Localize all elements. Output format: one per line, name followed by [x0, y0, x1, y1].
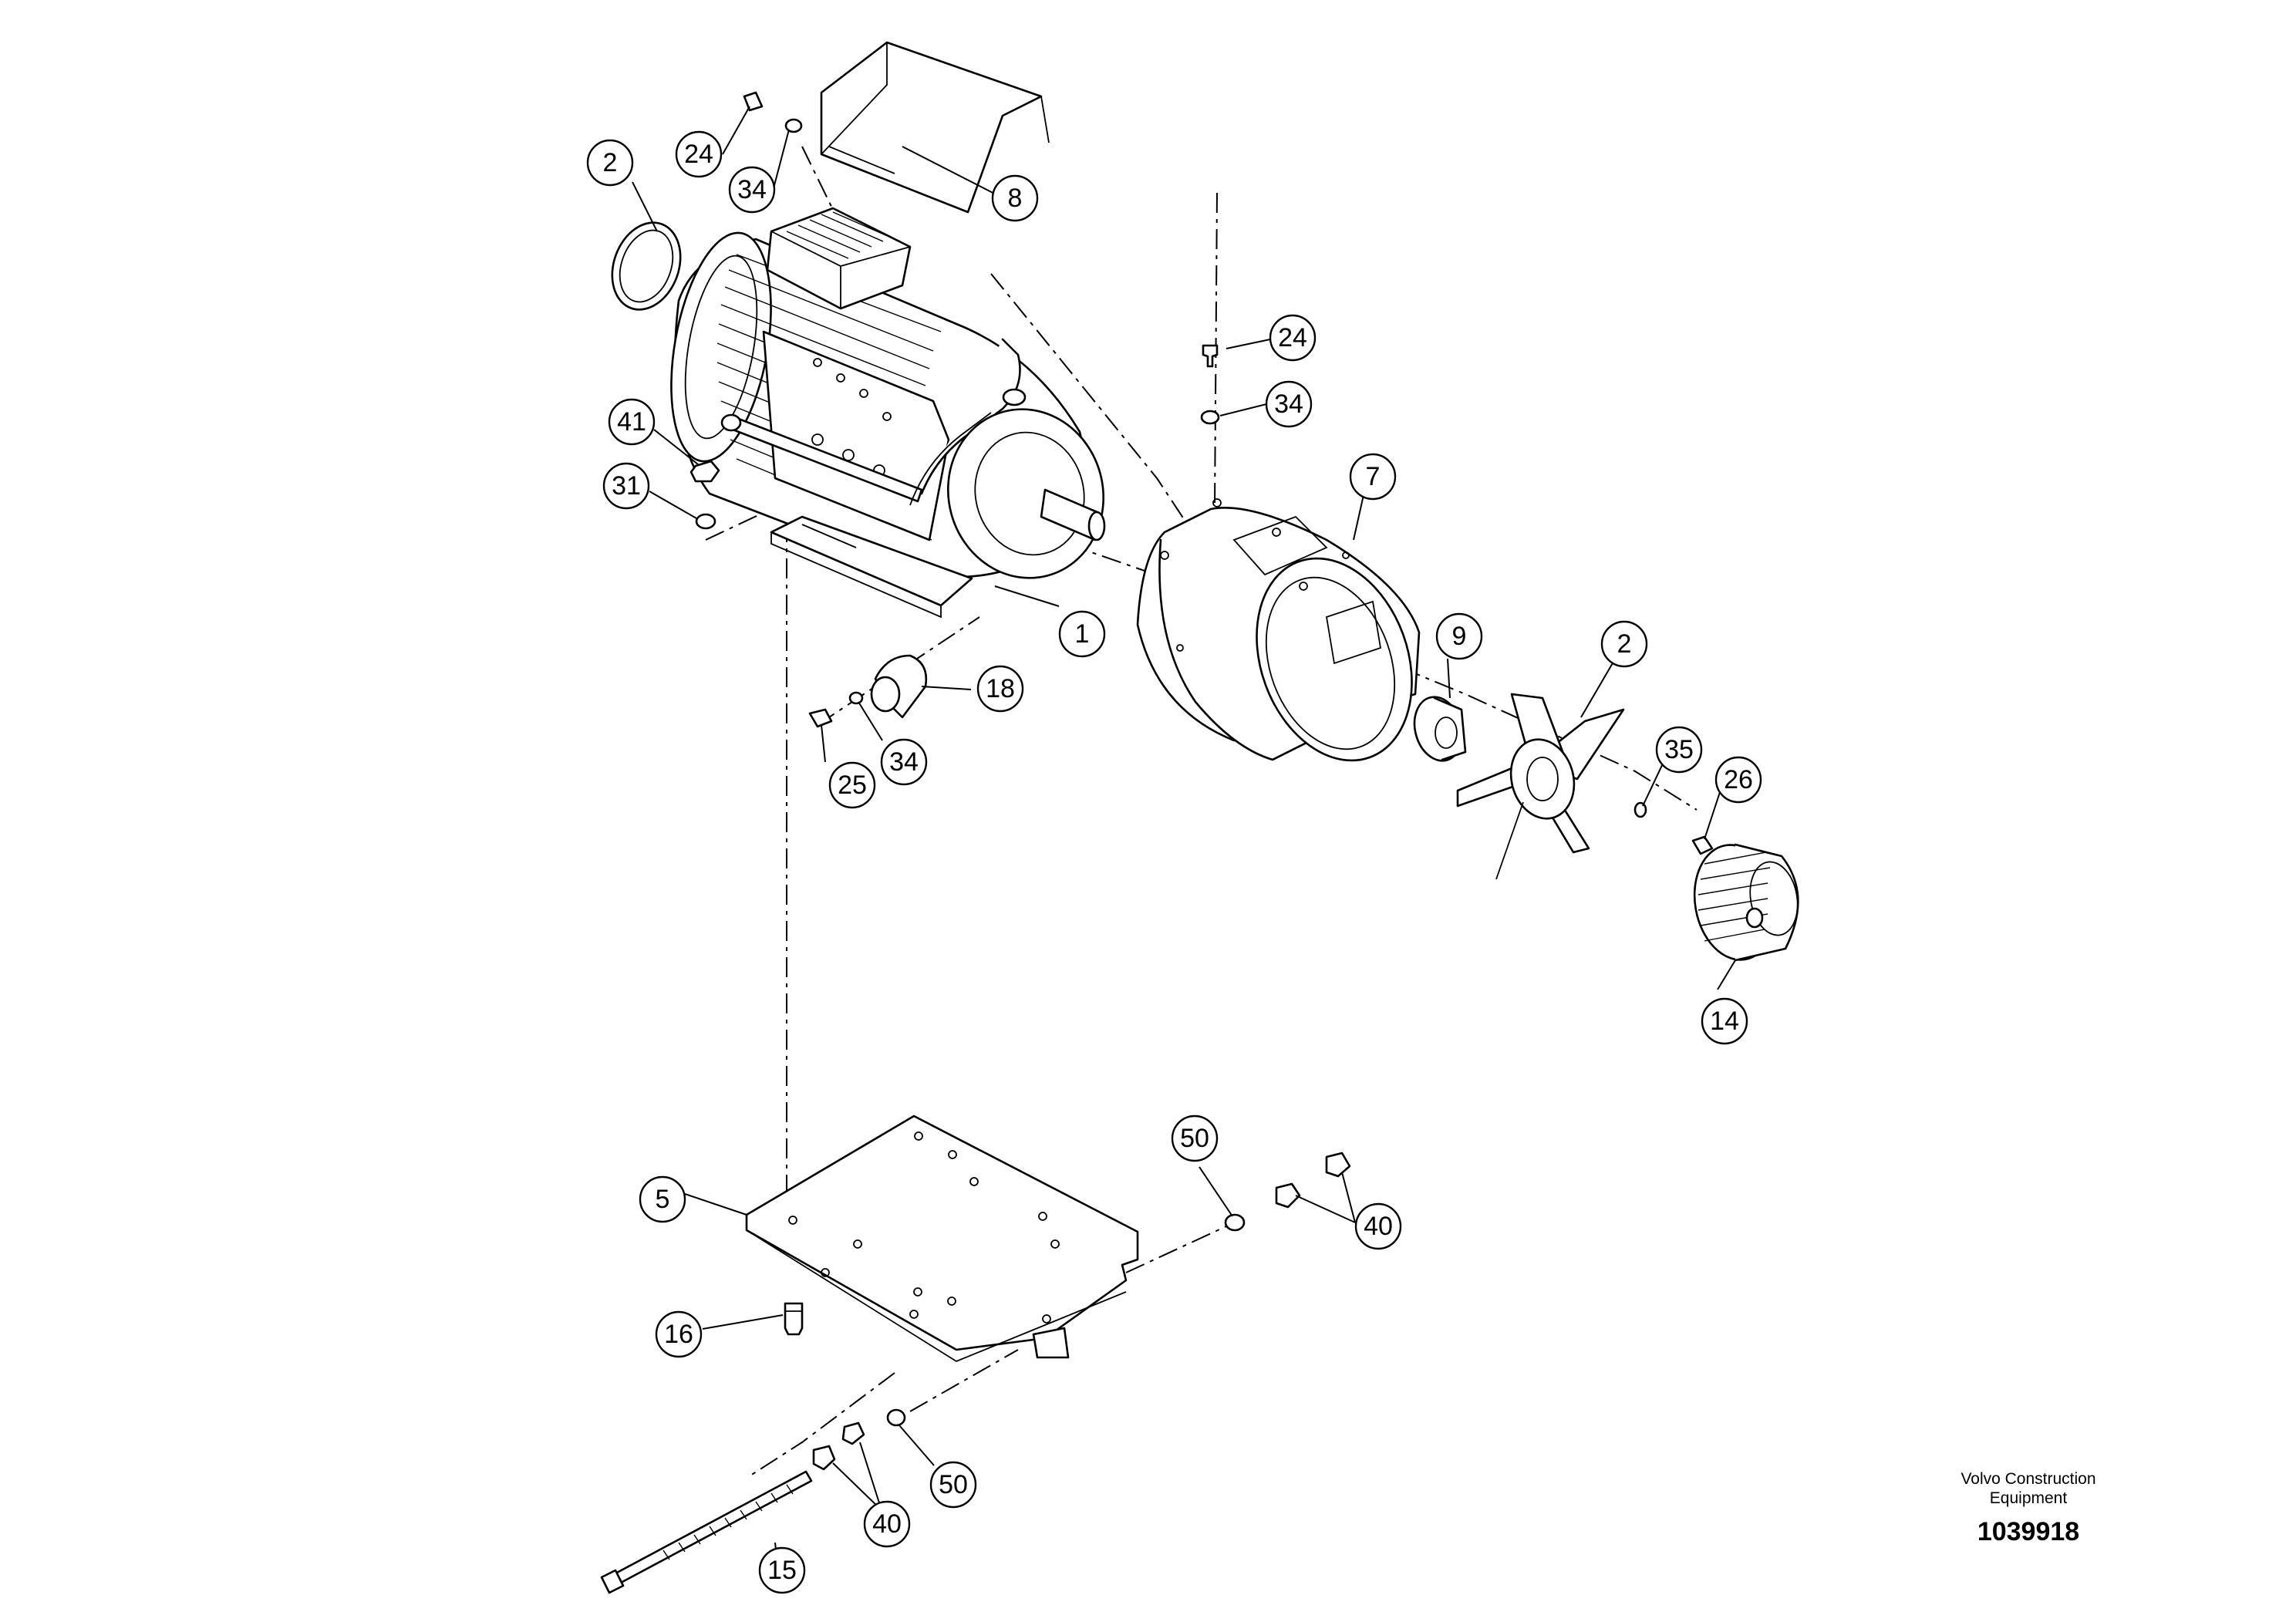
callout-5: 5 — [639, 1175, 686, 1223]
callout-2-left-label: 2 — [603, 148, 618, 177]
callout-50-right-label: 50 — [1180, 1124, 1209, 1153]
callout-25-label: 25 — [838, 771, 867, 800]
company-name-line2: Equipment — [1989, 1489, 2068, 1507]
callout-16: 16 — [655, 1310, 703, 1358]
callout-50-right: 50 — [1171, 1114, 1219, 1162]
fan-hub — [1413, 696, 1467, 762]
callout-41-label: 41 — [617, 407, 646, 437]
callout-5-label: 5 — [656, 1185, 670, 1214]
callout-9: 9 — [1435, 612, 1483, 660]
callout-31-label: 31 — [612, 471, 641, 501]
pulley — [1693, 843, 1799, 962]
callout-35-label: 35 — [1664, 735, 1694, 764]
fan-blades — [1456, 693, 1625, 880]
fan-housing — [1136, 498, 1421, 762]
callout-24-right: 24 — [1269, 314, 1317, 362]
callout-7-label: 7 — [1366, 462, 1381, 491]
callout-24-top-label: 24 — [684, 140, 713, 169]
callout-14-label: 14 — [1710, 1007, 1739, 1036]
callout-8: 8 — [991, 174, 1039, 222]
callout-7: 7 — [1349, 453, 1397, 501]
callout-31: 31 — [602, 462, 650, 510]
callout-2-left: 2 — [586, 139, 634, 187]
callout-9-label: 9 — [1452, 622, 1467, 651]
callout-24-right-label: 24 — [1278, 323, 1307, 352]
leader-lines — [632, 106, 1736, 1557]
callout-34-mid-label: 34 — [889, 747, 919, 777]
callout-2-right-label: 2 — [1617, 629, 1632, 659]
callout-24-top: 24 — [675, 130, 723, 178]
callout-40-right-label: 40 — [1364, 1212, 1393, 1241]
callout-34-right: 34 — [1265, 380, 1313, 428]
callout-40-right: 40 — [1354, 1202, 1402, 1250]
callout-34-top-label: 34 — [737, 175, 767, 204]
electric-motor — [670, 207, 1106, 619]
callout-41: 41 — [608, 398, 656, 446]
callout-35: 35 — [1655, 726, 1703, 774]
fasteners — [689, 91, 1714, 1471]
callout-40-bottom: 40 — [863, 1500, 911, 1548]
callout-14: 14 — [1701, 997, 1748, 1045]
callout-16-label: 16 — [664, 1320, 693, 1349]
sealing-ring — [611, 221, 682, 311]
drawing-footer: Volvo Construction Equipment 1039918 — [1913, 1469, 2144, 1547]
callout-50-bottom-label: 50 — [939, 1470, 968, 1499]
callout-34-top: 34 — [728, 166, 776, 214]
base-plate — [745, 1114, 1139, 1363]
company-name-line1: Volvo Construction — [1961, 1470, 2096, 1488]
callout-34-mid: 34 — [880, 738, 928, 786]
callout-2-right: 2 — [1600, 620, 1648, 668]
callout-8-label: 8 — [1008, 184, 1023, 213]
long-bolt — [600, 1470, 813, 1594]
callout-26-label: 26 — [1724, 765, 1753, 794]
callout-25: 25 — [828, 761, 876, 809]
callout-40-bottom-label: 40 — [872, 1509, 902, 1539]
callout-50-bottom: 50 — [929, 1461, 977, 1509]
callout-26: 26 — [1714, 756, 1762, 804]
callout-18-label: 18 — [986, 674, 1015, 703]
callout-15: 15 — [758, 1546, 806, 1594]
cover-plate — [820, 41, 1050, 214]
callout-18: 18 — [976, 665, 1024, 713]
callout-1-label: 1 — [1075, 619, 1090, 649]
callout-15-label: 15 — [767, 1556, 797, 1585]
drawing-number: 1039918 — [1977, 1517, 2080, 1546]
callout-34-right-label: 34 — [1274, 389, 1303, 419]
callout-1: 1 — [1058, 610, 1106, 658]
